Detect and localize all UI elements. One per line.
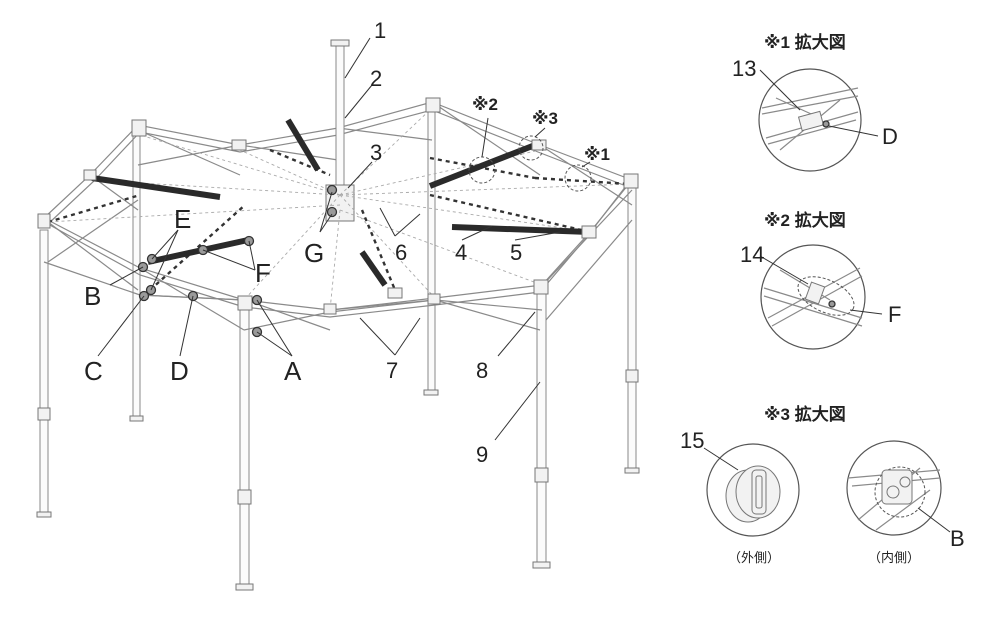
center-pole-cap [330, 39, 350, 47]
detail-2-title: ※2 拡大図 [764, 210, 846, 230]
foot [423, 389, 439, 396]
callout-circle-1 [564, 164, 592, 192]
label-F: F [255, 258, 271, 288]
callout-label-1: ※1 [584, 145, 610, 164]
detail-1-dot-D [822, 120, 830, 128]
foot [235, 583, 254, 591]
leg-back [427, 101, 436, 395]
detail-2: ※2 拡大図 14 F [740, 210, 901, 350]
dot-G-2 [326, 206, 338, 218]
roof-bar [428, 142, 537, 189]
callout-label-2: ※2 [472, 95, 498, 114]
foot [129, 415, 144, 422]
leg-slider [37, 407, 51, 421]
roof-bars [91, 118, 591, 287]
leg-right [536, 284, 547, 566]
label-8: 8 [476, 358, 488, 383]
label-4: 4 [455, 240, 467, 265]
label-E: E [174, 204, 191, 234]
detail-3-part: 15 [680, 428, 704, 453]
label-7: 7 [386, 358, 398, 383]
label-6: 6 [395, 240, 407, 265]
scissor-braces [47, 101, 633, 331]
label-5: 5 [510, 240, 522, 265]
detail-3-outer-caption: （外側） [728, 550, 780, 565]
detail-3-letter: B [950, 526, 965, 551]
leg-front [239, 299, 250, 589]
detail-1-letter: D [882, 124, 898, 149]
label-G: G [304, 238, 324, 268]
detail-1-title: ※1 拡大図 [764, 32, 846, 52]
part-labels: 1 2 3 G E B F C D A 6 4 5 7 8 9 ※2 ※3 ※1 [84, 18, 610, 467]
foot [36, 511, 52, 518]
label-3: 3 [370, 140, 382, 165]
callout-circle-3 [518, 135, 544, 161]
center-pole [335, 43, 345, 191]
leg-slider [625, 369, 639, 383]
label-1: 1 [374, 18, 386, 43]
frame-joints [37, 97, 639, 315]
label-2: 2 [370, 66, 382, 91]
label-C: C [84, 356, 103, 386]
leg-front-left [39, 229, 49, 516]
canopy-frame: 1 2 3 G E B F C D A 6 4 5 7 8 9 ※2 ※3 ※1 [36, 18, 640, 591]
detail-2-dot-F [828, 300, 836, 308]
detail-2-highlight [797, 276, 855, 316]
callout-label-3: ※3 [532, 109, 558, 128]
dot-G-1 [326, 184, 338, 196]
foot [624, 467, 640, 474]
roof-bar [91, 175, 221, 200]
detail-3-inner-caption: （内側） [868, 550, 920, 565]
leg-slider [237, 489, 252, 505]
detail-3: ※3 拡大図 15 （外側） B （内側） [680, 404, 965, 565]
detail-3-title: ※3 拡大図 [764, 404, 846, 424]
roof-bar [285, 118, 321, 172]
leg-slider [534, 467, 549, 483]
detail-1: ※1 拡大図 13 D [732, 32, 898, 172]
roof-bar [359, 250, 388, 287]
label-A: A [284, 356, 302, 386]
detail-1-part: 13 [732, 56, 756, 81]
label-D: D [170, 356, 189, 386]
lower-rim [243, 299, 543, 331]
label-B: B [84, 281, 101, 311]
label-9: 9 [476, 442, 488, 467]
leader-lines [97, 37, 591, 441]
dashed-rafter-segments [47, 148, 631, 291]
hub-rafters [47, 107, 631, 311]
detail-2-part: 14 [740, 242, 764, 267]
roof-bar [451, 224, 591, 235]
foot [532, 561, 551, 569]
detail-3-highlight [874, 466, 926, 518]
detail-2-letter: F [888, 302, 901, 327]
